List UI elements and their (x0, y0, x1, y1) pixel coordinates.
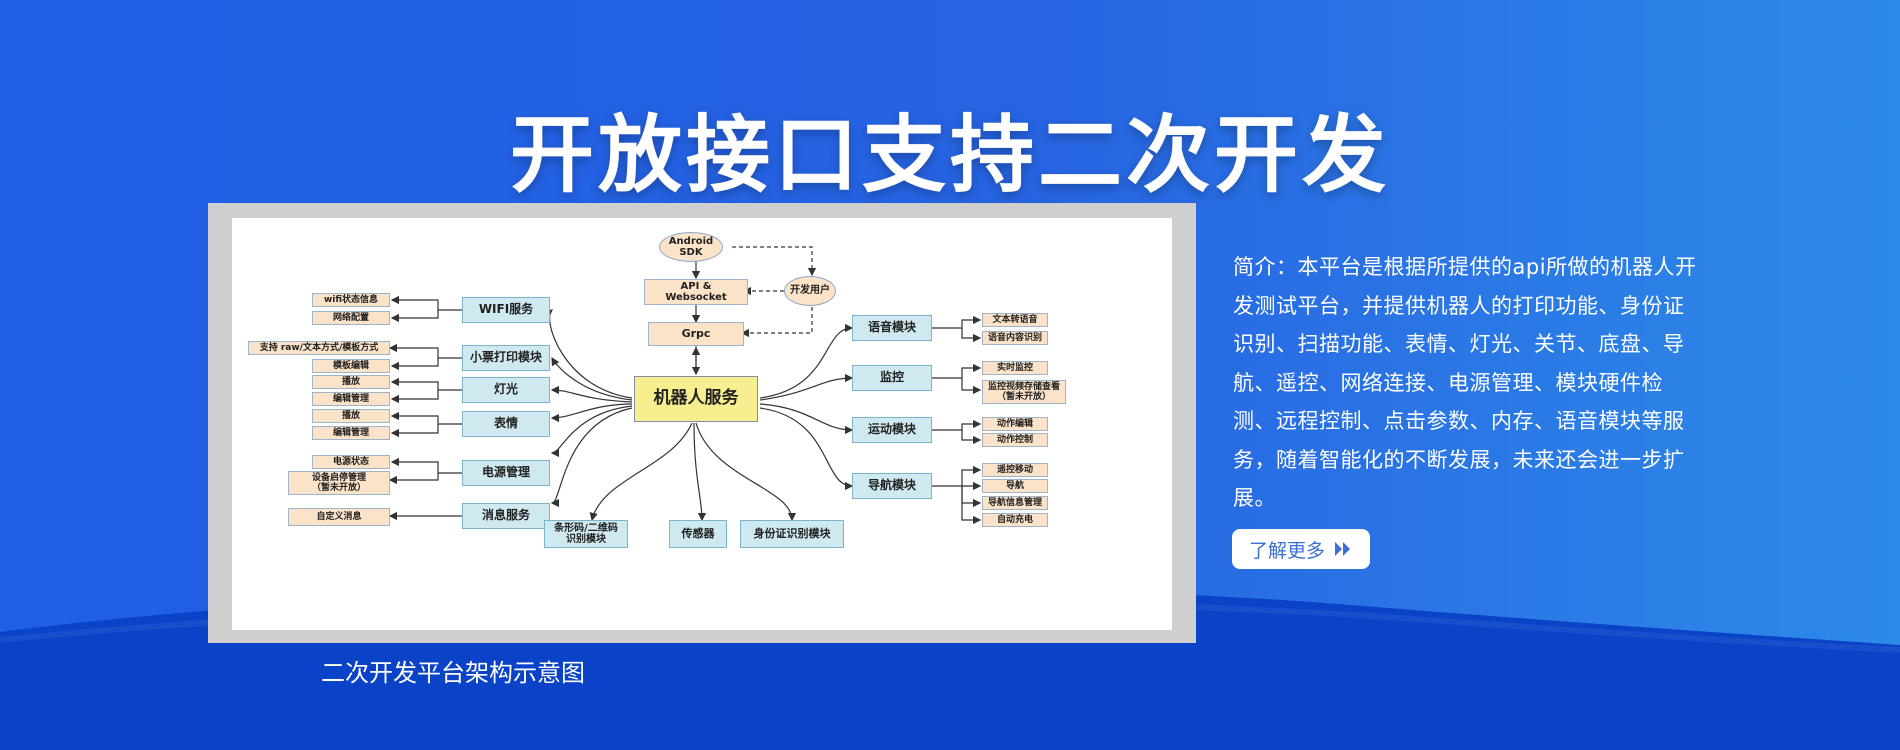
sensor-module: 传感器 (669, 520, 727, 548)
android-sdk-line2: SDK (679, 247, 703, 258)
voice-module-label: 语音模块 (867, 320, 916, 335)
diagram-connectors (388, 246, 982, 525)
idcard-label: 身份证识别模块 (753, 526, 831, 540)
motion-control-label: 动作控制 (996, 434, 1033, 445)
light-edit-label: 编辑管理 (332, 393, 369, 404)
barcode-module: 条形码/二维码 识别模块 (544, 520, 628, 548)
robot-service-label: 机器人服务 (653, 388, 739, 409)
idcard-module: 身份证识别模块 (740, 520, 844, 548)
navigation-label: 导航 (1005, 480, 1024, 491)
voice-module: 语音模块 (852, 315, 932, 341)
tts-item: 文本转语音 (982, 313, 1048, 327)
expression-play-label: 播放 (341, 410, 360, 421)
light-play-label: 播放 (341, 376, 360, 387)
light-module-label: 灯光 (493, 382, 518, 397)
learn-more-label: 了解更多 (1248, 539, 1325, 562)
expression-edit-item: 编辑管理 (312, 426, 390, 440)
power-status-label: 电源状态 (332, 456, 369, 467)
motion-control-item: 动作控制 (982, 433, 1048, 447)
monitor-module: 监控 (852, 365, 932, 391)
barcode-line2: 识别模块 (566, 534, 606, 545)
diagram-frame: Android SDK API & Websocket 开发用户 Grpc 机器… (208, 203, 1196, 643)
custom-message-label: 自定义消息 (316, 511, 362, 522)
robot-service-node: 机器人服务 (634, 376, 758, 422)
expression-module: 表情 (462, 411, 550, 437)
monitor-module-label: 监控 (879, 370, 904, 385)
page-title: 开放接口支持二次开发 (509, 106, 1390, 204)
network-config-item: 网络配置 (312, 311, 390, 325)
wifi-module: WIFI服务 (462, 297, 550, 323)
speech-recognition-item: 语音内容识别 (982, 331, 1048, 345)
power-module-label: 电源管理 (481, 465, 530, 480)
expression-edit-label: 编辑管理 (332, 427, 369, 438)
intro-text: 简介：本平台是根据所提供的api所做的机器人开发测试平台，并提供机器人的打印功能… (1233, 255, 1697, 510)
navigation-item: 导航 (982, 479, 1048, 493)
grpc-label: Grpc (681, 326, 711, 340)
light-module: 灯光 (462, 377, 550, 403)
grpc-node: Grpc (648, 322, 744, 346)
developer-label: 开发用户 (790, 285, 830, 297)
device-startstop-label: 设备启停管理 （暂未开放） (311, 472, 366, 493)
video-storage-item: 监控视频存储查看 （暂未开放） (982, 380, 1066, 404)
motion-edit-label: 动作编辑 (996, 418, 1033, 429)
expression-module-label: 表情 (493, 416, 518, 431)
wifi-status-label: wifi状态信息 (323, 294, 379, 305)
realtime-monitor-item: 实时监控 (982, 361, 1048, 375)
remote-move-label: 遥控移动 (996, 464, 1033, 475)
template-edit-item: 模板编辑 (312, 359, 390, 373)
barcode-line1: 条形码/二维码 (554, 522, 618, 534)
light-play-item: 播放 (312, 375, 390, 389)
print-mode-label: 支持 raw/文本方式/模板方式 (259, 342, 379, 353)
auto-charge-label: 自动充电 (996, 514, 1033, 525)
android-sdk-line1: Android (668, 235, 714, 247)
api-websocket-node: API & Websocket (644, 279, 748, 305)
remote-move-item: 遥控移动 (982, 463, 1048, 477)
api-websocket-line1: API & (680, 280, 712, 292)
navigation-module-label: 导航模块 (867, 478, 916, 493)
sensor-label: 传感器 (681, 526, 715, 540)
template-edit-label: 模板编辑 (332, 360, 369, 371)
nav-info-label: 导航信息管理 (987, 497, 1042, 508)
network-config-label: 网络配置 (332, 312, 369, 323)
print-module: 小票打印模块 (462, 345, 550, 371)
developer-node: 开发用户 (784, 276, 836, 306)
diagram-caption: 二次开发平台架构示意图 (321, 659, 585, 687)
api-websocket-line2: Websocket (665, 292, 727, 303)
print-mode-item: 支持 raw/文本方式/模板方式 (248, 341, 390, 355)
power-module: 电源管理 (462, 460, 550, 486)
light-edit-item: 编辑管理 (312, 392, 390, 406)
wifi-status-item: wifi状态信息 (312, 293, 390, 307)
expression-play-item: 播放 (312, 409, 390, 423)
message-module-label: 消息服务 (481, 508, 530, 523)
message-module: 消息服务 (462, 503, 550, 529)
realtime-monitor-label: 实时监控 (996, 362, 1033, 373)
android-sdk-node: Android SDK (659, 232, 723, 262)
video-storage-label: 监控视频存储查看 （暂未开放） (987, 381, 1060, 402)
auto-charge-item: 自动充电 (982, 513, 1048, 527)
motion-module-label: 运动模块 (867, 422, 916, 437)
motion-module: 运动模块 (852, 417, 932, 443)
motion-edit-item: 动作编辑 (982, 417, 1048, 431)
tts-label: 文本转语音 (992, 314, 1038, 325)
speech-recognition-label: 语音内容识别 (987, 332, 1042, 343)
device-startstop-item: 设备启停管理 （暂未开放） (288, 471, 390, 495)
power-status-item: 电源状态 (312, 455, 390, 469)
navigation-module: 导航模块 (852, 473, 932, 499)
architecture-diagram: Android SDK API & Websocket 开发用户 Grpc 机器… (232, 218, 1172, 630)
custom-message-item: 自定义消息 (288, 508, 390, 526)
double-chevron-right-icon (1335, 542, 1350, 556)
learn-more-button[interactable]: 了解更多 (1232, 529, 1370, 569)
wifi-module-label: WIFI服务 (478, 302, 534, 317)
print-module-label: 小票打印模块 (469, 350, 542, 365)
nav-info-item: 导航信息管理 (982, 496, 1048, 510)
